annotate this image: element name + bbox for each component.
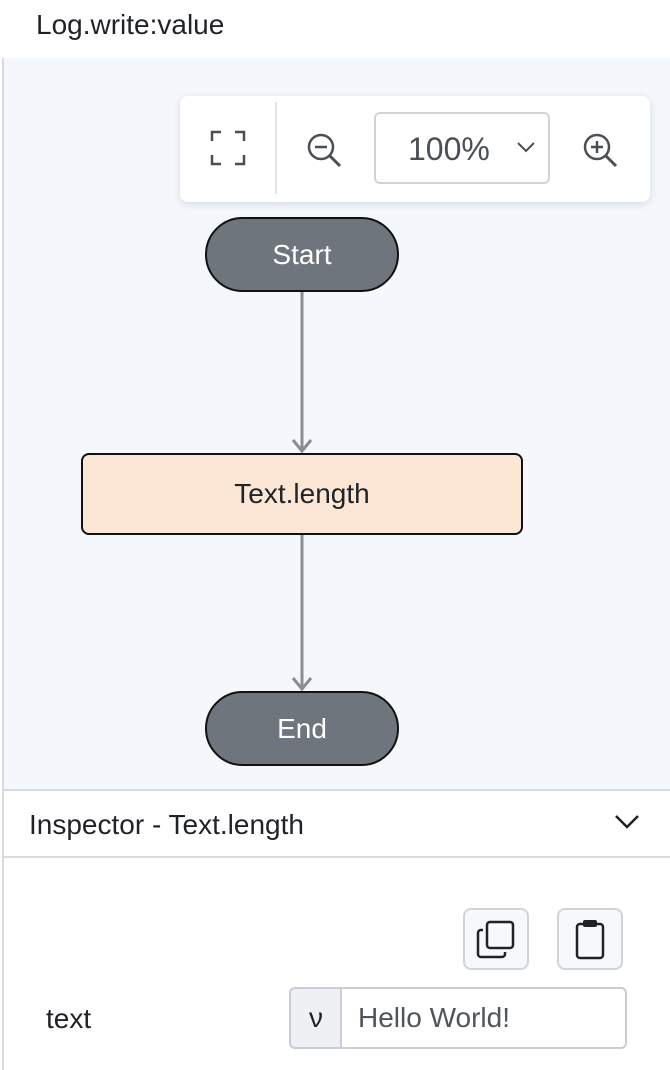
inspector-panel: text ν	[2, 858, 670, 1070]
chevron-down-icon	[517, 142, 535, 153]
inspector-header[interactable]: Inspector - Text.length	[2, 789, 670, 858]
node-start-label: Start	[272, 238, 332, 270]
title-bar: Log.write:value	[0, 0, 670, 58]
copy-button[interactable]	[463, 908, 529, 970]
edge-text-length-to-end	[291, 535, 313, 692]
node-text-length-label: Text.length	[234, 478, 370, 509]
node-end-label: End	[277, 712, 327, 744]
node-text-length[interactable]: Text.length	[81, 453, 523, 535]
collapse-chevron-icon[interactable]	[614, 813, 640, 831]
copy-icon	[476, 920, 515, 959]
text-value-input[interactable]	[340, 987, 627, 1049]
value-type-toggle[interactable]: ν	[289, 987, 341, 1049]
fit-to-screen-button[interactable]	[204, 124, 252, 172]
page-title: Log.write:value	[36, 9, 225, 40]
zoom-out-icon	[307, 133, 342, 168]
zoom-in-icon	[583, 133, 618, 168]
zoom-in-button[interactable]	[578, 128, 622, 172]
fullscreen-frame-icon	[210, 130, 246, 166]
node-start[interactable]: Start	[205, 217, 399, 292]
zoom-out-button[interactable]	[302, 128, 346, 172]
node-end[interactable]: End	[205, 691, 399, 766]
clipboard-icon	[575, 920, 605, 960]
inspector-title: Inspector - Text.length	[29, 809, 304, 840]
toolbar-divider	[275, 102, 277, 194]
edge-start-to-text-length	[291, 292, 313, 454]
zoom-toolbar: 100%	[180, 96, 650, 202]
diagram-edges	[291, 292, 313, 692]
paste-button[interactable]	[557, 908, 623, 970]
zoom-level-value: 100%	[408, 131, 490, 167]
zoom-level-select[interactable]: 100%	[374, 112, 550, 184]
field-label-text: text	[46, 1003, 92, 1034]
